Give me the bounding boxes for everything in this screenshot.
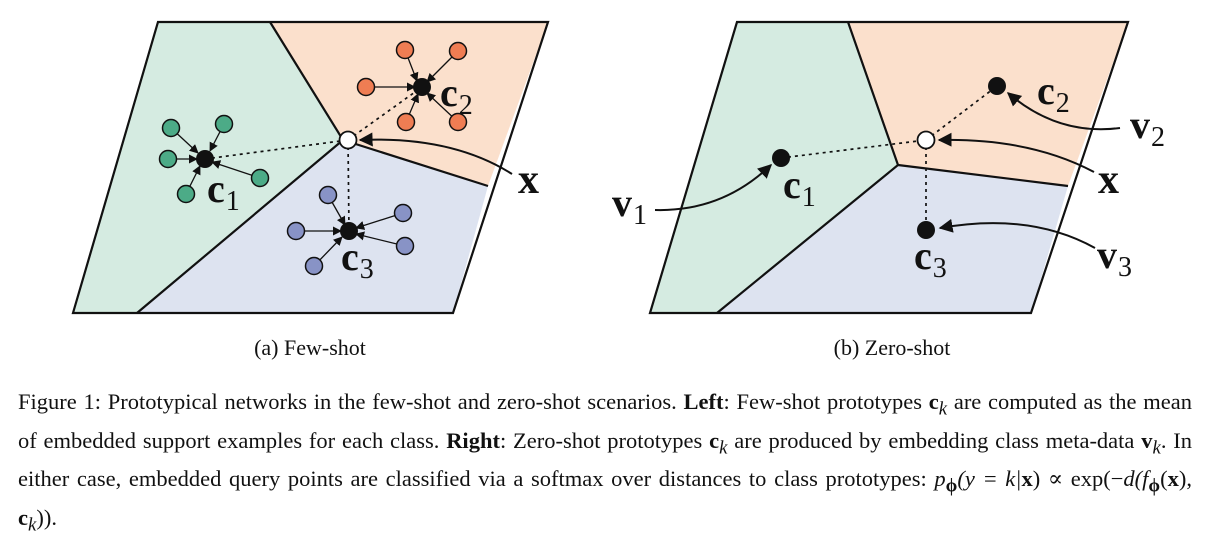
query-pointer-arrow [358,132,513,175]
embedding-arrows [654,92,1121,249]
math-ck: ck [709,427,728,459]
region-class-3 [137,140,488,313]
figure-diagram: c1 c2 c3 x (a) Few-shot c1 c2 c3 v [71,20,1165,360]
math-ck: ck [928,389,948,420]
prototype-c3 [917,221,935,239]
label-v3: v3 [1097,232,1132,283]
caption-left-word: Left [683,389,724,414]
panel-outline [71,20,550,315]
label-x: x [1098,157,1119,203]
prototype-c1 [196,150,214,168]
region-class-2 [270,22,548,186]
caption-text: are computed as the mean of embedded sup… [18,389,1192,453]
caption-label: Figure 1: [18,389,101,414]
region-class-1 [73,22,343,313]
label-c2: c2 [440,70,473,121]
support-points-class-1 [158,114,270,204]
label-v1: v1 [612,180,647,231]
label-c3: c3 [341,234,374,285]
subcaption-few-shot: (a) Few-shot [254,335,366,360]
prototype-c2 [413,78,431,96]
caption-text: Prototypical networks in the few-shot an… [101,389,684,414]
subcaption-zero-shot: (b) Zero-shot [834,335,951,360]
label-c1: c1 [207,166,240,217]
region-border [342,138,489,188]
caption-right-word: Right [446,427,500,453]
region-class-2 [848,22,1128,186]
prototype-c1 [772,149,790,167]
caption-text: : Zero-shot prototypes [499,427,710,453]
caption-text: are produced by embedding class meta-dat… [727,427,1142,453]
panel-outline [648,20,1130,315]
caption-text: : Few-shot prototypes [723,389,929,414]
prototype-c3 [340,222,358,240]
figure-caption: Figure 1: Prototypical networks in the f… [18,386,1192,540]
zero-shot-panel: c1 c2 c3 v1 v2 v3 x (b) Zero-shot [612,20,1165,360]
label-c3: c3 [914,233,947,284]
math-vk: vk [1141,427,1161,459]
support-points-class-3 [286,185,415,276]
label-x: x [518,157,539,203]
prototype-c2 [988,77,1006,95]
math-formula: pϕ(y = k|x) ∝ exp(−d(fϕ(x), ck)). [18,466,1192,535]
few-shot-panel: c1 c2 c3 x (a) Few-shot [71,20,550,360]
caption-text: . In either case, embedded query points … [18,427,1192,492]
distance-lines [204,86,423,232]
region-class-3 [717,165,1068,313]
label-c1: c1 [783,162,816,213]
query-point [338,130,358,150]
support-points-class-2 [356,40,468,132]
label-v2: v2 [1130,102,1165,153]
query-point [916,130,936,150]
distance-lines [780,85,998,230]
label-c2: c2 [1037,68,1070,119]
region-class-1 [650,22,898,313]
